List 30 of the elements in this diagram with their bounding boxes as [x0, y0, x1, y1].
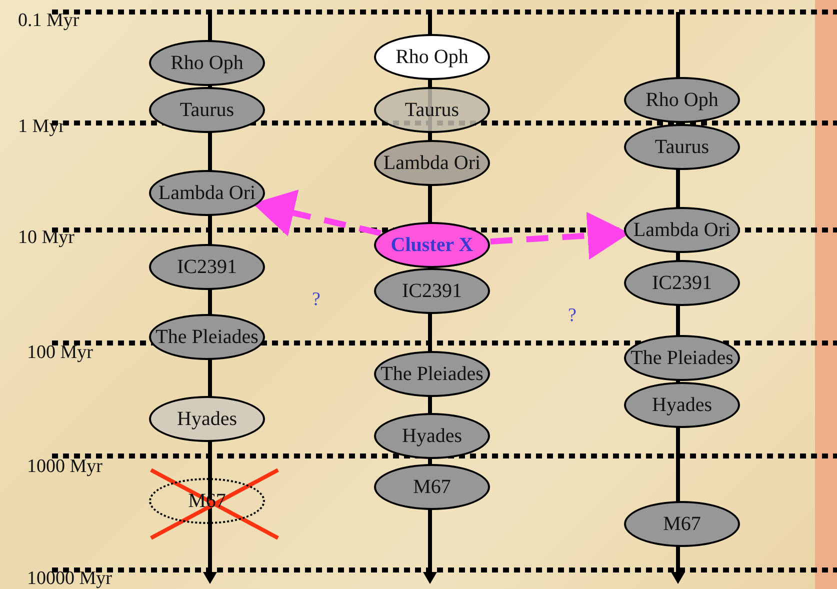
- age-label: 10000 Myr: [27, 569, 112, 588]
- cluster-name: Hyades: [652, 395, 712, 415]
- cluster-name: Rho Oph: [646, 90, 718, 110]
- question-mark: ?: [312, 290, 320, 309]
- cluster-name: M67: [663, 514, 701, 534]
- age-label: 1000 Myr: [27, 457, 102, 476]
- cluster-name: Taurus: [180, 100, 234, 120]
- age-label: 1 Myr: [18, 117, 65, 136]
- cluster-ellipse: [149, 478, 265, 524]
- cluster-name: The Pleiades: [380, 364, 484, 384]
- cluster-name: Taurus: [654, 137, 710, 157]
- cluster-name: Hyades: [402, 426, 462, 446]
- cluster-name: The Pleiades: [156, 327, 258, 347]
- cluster-name: IC2391: [652, 273, 712, 293]
- cluster-name: Hyades: [177, 409, 237, 429]
- cluster-name: Rho Oph: [396, 47, 468, 67]
- cluster-name: IC2391: [177, 257, 237, 277]
- age-label: 10 Myr: [18, 228, 74, 247]
- cluster-name: Taurus: [404, 100, 460, 120]
- cluster-name: The Pleiades: [630, 348, 734, 368]
- cluster-name: Rho Oph: [170, 53, 244, 73]
- question-mark: ?: [568, 306, 576, 325]
- cluster-name: IC2391: [402, 281, 462, 301]
- cluster-name: Lambda Ori: [633, 220, 731, 240]
- cluster-name: M67: [413, 477, 451, 497]
- age-label: 100 Myr: [27, 343, 93, 362]
- age-label: 0.1 Myr: [18, 11, 80, 30]
- cluster-name: Cluster X: [390, 235, 474, 255]
- cluster-name: Lambda Ori: [383, 153, 481, 173]
- cluster-name: Lambda Ori: [158, 183, 256, 203]
